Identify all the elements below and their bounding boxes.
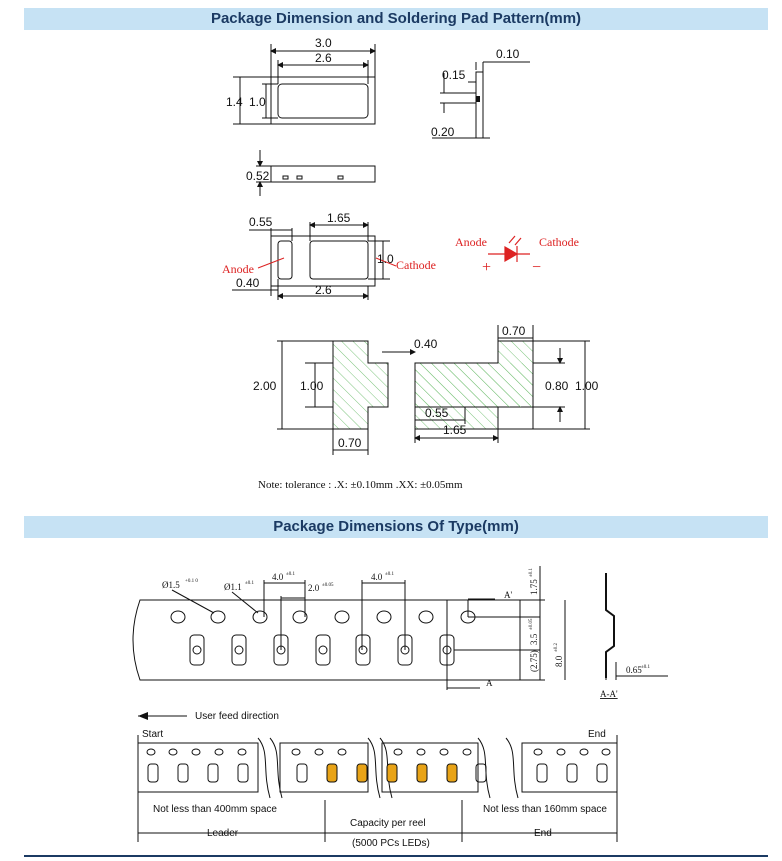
dim-width-outer: 3.0 [315,36,332,50]
tape-hole1: Ø1.5 [162,580,180,590]
package-top-view [233,44,376,125]
footer-rule [24,855,768,857]
reel-leader: Leader [207,828,239,839]
dim-bottom-left-pad: 0.55 [249,215,273,229]
section-title-tape: Package Dimensions Of Type(mm) [24,516,768,538]
tape-pitch2-sup: ±0.05 [322,583,334,588]
pad-height-total: 2.00 [253,379,277,393]
reel-start: Start [142,729,163,740]
tape-drawing [132,566,566,690]
dim-side-bottom: 0.20 [431,125,455,139]
symbol-cathode: Cathode [539,235,579,249]
tape-thick: 0.65 [626,665,642,675]
dim-bottom-width: 2.6 [315,283,332,297]
pad-left-width: 0.70 [338,436,362,450]
tape-hole2-sup: ±0.1 [245,581,254,586]
dim-bottom-offset: 0.40 [236,276,260,290]
section-title-dimensions: Package Dimension and Soldering Pad Patt… [24,8,768,30]
plus-sign: + [482,259,491,276]
dim-side-top: 0.10 [496,47,520,61]
reel-pcs: (5000 PCs LEDs) [352,838,430,849]
reel-not-less-400: Not less than 400mm space [153,804,277,815]
tape-width-sup: ±0.2 [554,643,559,652]
pad-top-right: 0.70 [502,324,526,338]
anode-label: Anode [222,262,254,276]
cathode-label: Cathode [396,258,436,272]
pad-right-outer: 1.00 [575,379,599,393]
tape-width: 8.0 [554,655,564,667]
tape-section-a2: A' [504,590,512,600]
tape-pitch2: 2.0 [308,583,320,593]
reel-end-label: End [588,729,606,740]
dim-thickness: 0.52 [246,169,270,183]
tape-pitch1-sup: ±0.1 [286,572,295,577]
tape-pitch3-sup: ±0.1 [385,572,394,577]
tape-paren: (2.75) [529,650,539,672]
pad-right-len: 0.55 [425,406,449,420]
tape-pitch1: 4.0 [272,572,284,582]
dim-height-inner: 1.0 [249,95,266,109]
reel-strip [137,715,618,842]
tape-pockets [189,634,455,666]
tape-hole1-sup: +0.1 0 [185,579,198,584]
dim-bottom-right-pad: 1.65 [327,211,351,225]
pad-right-inner: 0.80 [545,379,569,393]
reel-capacity: Capacity per reel [350,818,426,829]
anode-cathode-leaders [257,257,397,269]
tape-hole2: Ø1.1 [224,582,242,592]
tape-center-sup: ±0.05 [529,618,534,630]
solder-pad-pattern [277,325,590,455]
package-side-view [432,61,530,139]
pad-gap: 0.40 [414,337,438,351]
reel-not-less-160: Not less than 160mm space [483,804,607,815]
side-lead [476,96,480,102]
dim-width-inner: 2.6 [315,51,332,65]
reel-holes [146,748,611,783]
tolerance-note: Note: tolerance : .X: ±0.10mm .XX: ±0.05… [258,479,463,491]
tape-section-a: A [486,678,493,688]
dim-height-outer: 1.4 [226,95,243,109]
pad-total-len: 1.65 [443,423,467,437]
tape-pitch3: 4.0 [371,572,383,582]
dim-side-mid: 0.15 [442,68,466,82]
diode-symbol [488,235,530,263]
symbol-anode: Anode [455,235,487,249]
tape-center: 3.5 [529,633,539,645]
tape-edge: 1.75 [529,579,539,595]
pad-height-left: 1.00 [300,379,324,393]
tape-cross-section [605,573,615,678]
minus-sign: − [532,259,541,276]
tape-section-label: A-A' [600,689,618,699]
reel-end: End [534,828,552,839]
feed-arrow-icon [138,712,148,720]
feed-direction: User feed direction [195,711,279,722]
tape-edge-sup: ±0.1 [529,568,534,577]
dim-bottom-height: 1.0 [377,252,394,266]
tape-thick-sup: ±0.1 [641,665,650,670]
package-thickness-view [256,150,376,196]
reel-leds [326,763,458,783]
